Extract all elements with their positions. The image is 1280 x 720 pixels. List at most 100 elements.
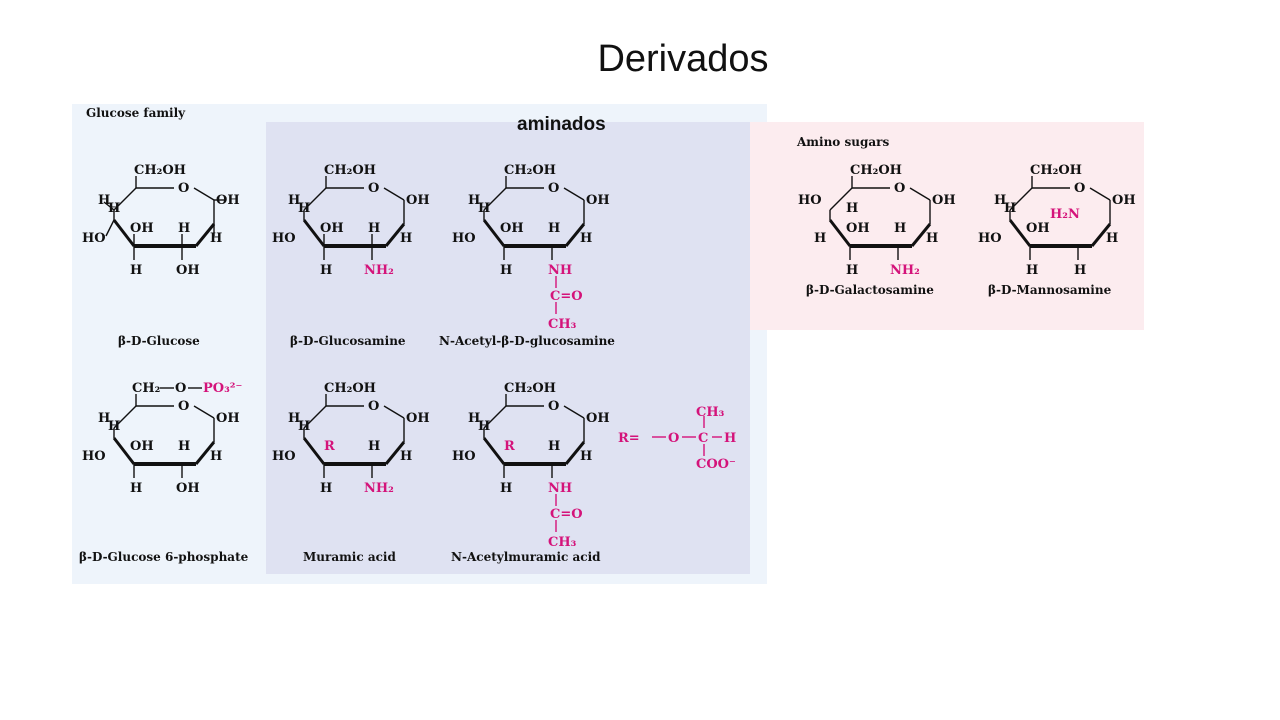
page-title: Derivados: [597, 38, 769, 80]
aminados-heading: aminados: [517, 114, 606, 135]
svg-text:H: H: [1004, 201, 1016, 216]
svg-text:H: H: [298, 201, 310, 216]
svg-text:H: H: [130, 263, 142, 278]
svg-text:H: H: [98, 411, 110, 426]
svg-text:H: H: [288, 193, 300, 208]
svg-text:H: H: [368, 221, 380, 236]
svg-text:H: H: [580, 449, 592, 464]
svg-text:CH₃: CH₃: [548, 535, 577, 550]
svg-text:R: R: [504, 439, 515, 454]
galactosamine-caption: β-D-Galactosamine: [806, 283, 934, 297]
glucosamine-caption: β-D-Glucosamine: [290, 334, 406, 348]
glucose-6-phosphate-caption: β-D-Glucose 6-phosphate: [79, 550, 249, 564]
svg-text:O: O: [178, 181, 189, 196]
muramic-acid-structure: CH₂OH O OH H H HO R H H H NH₂: [272, 381, 430, 496]
svg-text:H: H: [580, 231, 592, 246]
svg-text:HO: HO: [452, 231, 476, 246]
svg-text:OH: OH: [406, 193, 430, 208]
svg-text:R=: R=: [618, 431, 640, 446]
n-acetylglucosamine-caption: N-Acetyl-β-D-glucosamine: [439, 334, 615, 348]
svg-text:OH: OH: [1112, 193, 1136, 208]
svg-text:C: C: [698, 431, 708, 446]
svg-text:H: H: [108, 419, 120, 434]
svg-text:OH: OH: [1026, 221, 1050, 236]
muramic-acid-caption: Muramic acid: [303, 550, 396, 564]
amino-sugars-panel-edge: [750, 122, 767, 330]
svg-text:HO: HO: [978, 231, 1002, 246]
svg-text:O: O: [368, 181, 379, 196]
svg-text:H: H: [1074, 263, 1086, 278]
svg-text:OH: OH: [500, 221, 524, 236]
svg-text:H: H: [98, 193, 110, 208]
svg-text:H: H: [846, 201, 858, 216]
svg-text:OH: OH: [216, 411, 240, 426]
svg-text:H: H: [846, 263, 858, 278]
svg-text:H: H: [548, 221, 560, 236]
svg-text:H: H: [1026, 263, 1038, 278]
svg-text:H: H: [468, 411, 480, 426]
svg-text:H: H: [178, 221, 190, 236]
svg-text:H: H: [368, 439, 380, 454]
svg-text:H: H: [320, 263, 332, 278]
svg-text:OH: OH: [406, 411, 430, 426]
svg-text:OH: OH: [176, 481, 200, 496]
amino-sugars-heading: Amino sugars: [797, 135, 890, 149]
svg-text:O: O: [668, 431, 679, 446]
svg-text:COO⁻: COO⁻: [696, 457, 736, 472]
mannosamine-structure: CH₂OH O OH H H H₂N HO OH H H H: [978, 163, 1136, 278]
svg-text:NH: NH: [548, 263, 572, 278]
svg-text:O: O: [178, 399, 189, 414]
svg-text:H: H: [108, 201, 120, 216]
svg-text:O: O: [548, 399, 559, 414]
glucose-family-heading: Glucose family: [86, 106, 186, 120]
svg-text:H: H: [178, 439, 190, 454]
svg-text:CH₂OH: CH₂OH: [324, 163, 376, 178]
svg-text:O: O: [175, 381, 186, 396]
svg-text:O: O: [548, 181, 559, 196]
mannosamine-caption: β-D-Mannosamine: [988, 283, 1112, 297]
svg-text:HO: HO: [82, 231, 106, 246]
svg-text:C=O: C=O: [550, 507, 583, 522]
glucosamine-structure: CH₂OH O OH H H HO OH H H H NH₂: [272, 163, 430, 278]
svg-text:H: H: [724, 431, 736, 446]
svg-text:H: H: [500, 481, 512, 496]
galactosamine-structure: CH₂OH O OH HO H H OH H H H NH₂: [798, 163, 956, 278]
svg-text:H: H: [130, 481, 142, 496]
svg-text:O: O: [894, 181, 905, 196]
svg-text:H: H: [894, 221, 906, 236]
svg-text:H: H: [814, 231, 826, 246]
svg-text:OH: OH: [932, 193, 956, 208]
svg-text:HO: HO: [798, 193, 822, 208]
svg-text:H: H: [288, 411, 300, 426]
svg-text:CH₂OH: CH₂OH: [324, 381, 376, 396]
svg-text:H: H: [478, 419, 490, 434]
svg-text:H: H: [298, 419, 310, 434]
svg-text:OH: OH: [320, 221, 344, 236]
svg-text:NH₂: NH₂: [890, 263, 920, 278]
amino-sugars-panel: [767, 122, 1144, 330]
r-group-structure: R= O C H CH₃ COO⁻: [618, 405, 736, 472]
n-acetylglucosamine-structure: CH₂OH O OH H H HO OH H H H NH C=O CH₃: [452, 163, 610, 332]
svg-text:H: H: [468, 193, 480, 208]
svg-text:OH: OH: [130, 439, 154, 454]
svg-text:CH₃: CH₃: [696, 405, 725, 420]
svg-text:H: H: [400, 449, 412, 464]
svg-text:H: H: [478, 201, 490, 216]
svg-text:HO: HO: [272, 231, 296, 246]
svg-text:CH₃: CH₃: [548, 317, 577, 332]
svg-text:O: O: [1074, 181, 1085, 196]
svg-text:PO₃²⁻: PO₃²⁻: [203, 381, 242, 396]
svg-text:H: H: [320, 481, 332, 496]
svg-text:H: H: [500, 263, 512, 278]
glucose-caption: β-D-Glucose: [118, 334, 200, 348]
n-acetylmuramic-acid-structure: CH₂OH O OH H H HO R H H H NH C=O CH₃: [452, 381, 610, 550]
n-acetylmuramic-acid-caption: N-Acetylmuramic acid: [451, 550, 601, 564]
svg-text:HO: HO: [272, 449, 296, 464]
svg-text:OH: OH: [216, 193, 240, 208]
svg-text:OH: OH: [586, 193, 610, 208]
svg-text:HO: HO: [82, 449, 106, 464]
svg-text:OH: OH: [130, 221, 154, 236]
svg-text:CH₂OH: CH₂OH: [1030, 163, 1082, 178]
svg-text:OH: OH: [846, 221, 870, 236]
glucose-6-phosphate-structure: CH₂ O PO₃²⁻ O OH H H HO OH H H H OH: [82, 381, 242, 496]
